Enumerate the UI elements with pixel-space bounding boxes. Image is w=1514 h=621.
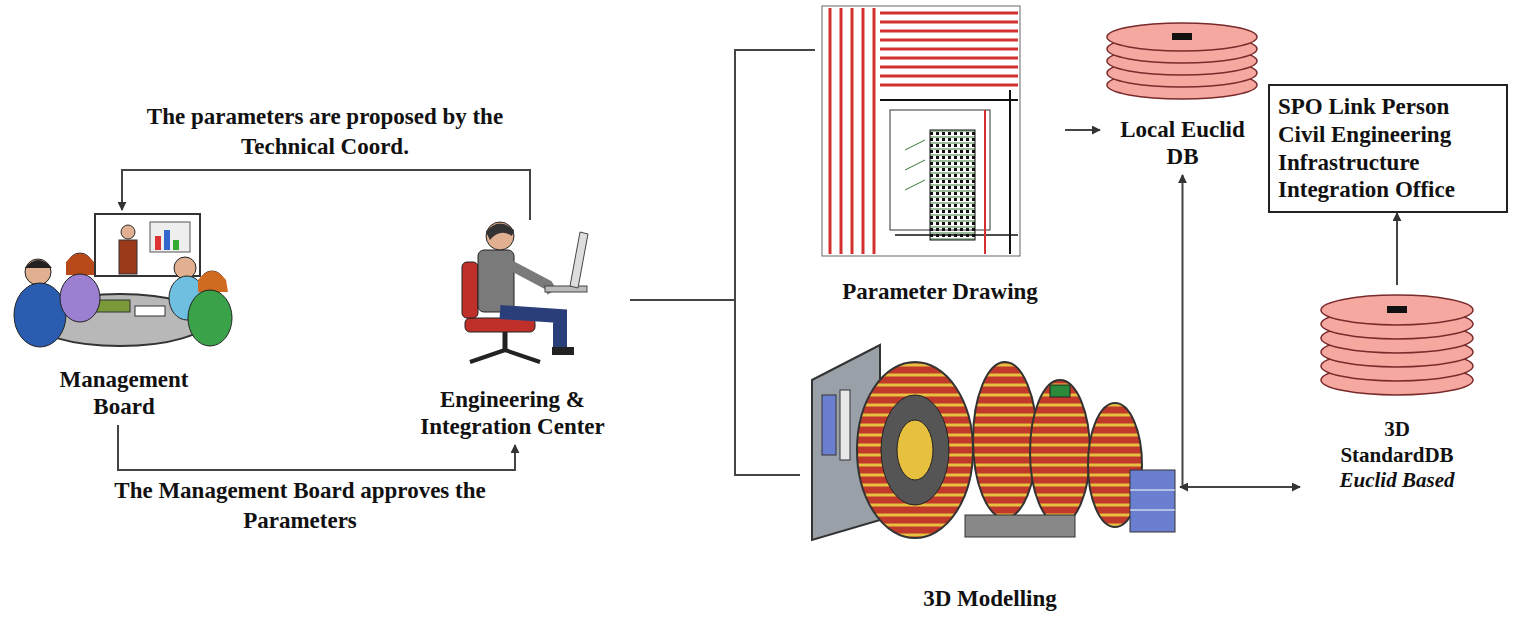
illustrated-node: Engineering & Integration Center — [395, 220, 630, 445]
engineer-illustration — [462, 222, 588, 362]
illustrated-node: 3D Modelling — [800, 325, 1180, 617]
connector — [630, 300, 800, 475]
illustrated-node: Management Board — [8, 210, 240, 425]
meeting-illustration — [14, 214, 232, 347]
node-label: Euclid Based — [1340, 468, 1455, 493]
connector — [1396, 213, 1398, 285]
connector — [630, 50, 815, 300]
node-label: Engineering & Integration Center — [399, 386, 626, 441]
text-box: SPO Link Person Civil Engineering Infras… — [1268, 84, 1508, 213]
illustrated-node: 3D StandardDBEuclid Based — [1300, 285, 1494, 497]
detector-3d-illustration — [812, 345, 1175, 540]
edge-label: The Management Board approves the Parame… — [106, 476, 494, 536]
node-label: 3D StandardDB — [1327, 417, 1467, 467]
connector — [1180, 486, 1300, 488]
database-disks — [1107, 23, 1257, 99]
illustrated-node: Parameter Drawing — [815, 4, 1065, 310]
connector — [1180, 175, 1183, 487]
connector — [1065, 129, 1100, 131]
illustrated-node: Local Euclid DB — [1100, 15, 1265, 175]
node-label: Parameter Drawing — [842, 278, 1038, 306]
edge-label: The parameters are proposed by the Techn… — [121, 102, 529, 162]
connector — [122, 170, 530, 220]
node-label: Management Board — [44, 366, 204, 421]
node-label: 3D Modelling — [923, 585, 1057, 613]
database-disks — [1321, 295, 1473, 395]
node-label: SPO Link Person Civil Engineering Infras… — [1278, 93, 1498, 203]
node-label: Local Euclid DB — [1108, 116, 1258, 171]
parameter-drawing-illustration — [822, 6, 1020, 256]
